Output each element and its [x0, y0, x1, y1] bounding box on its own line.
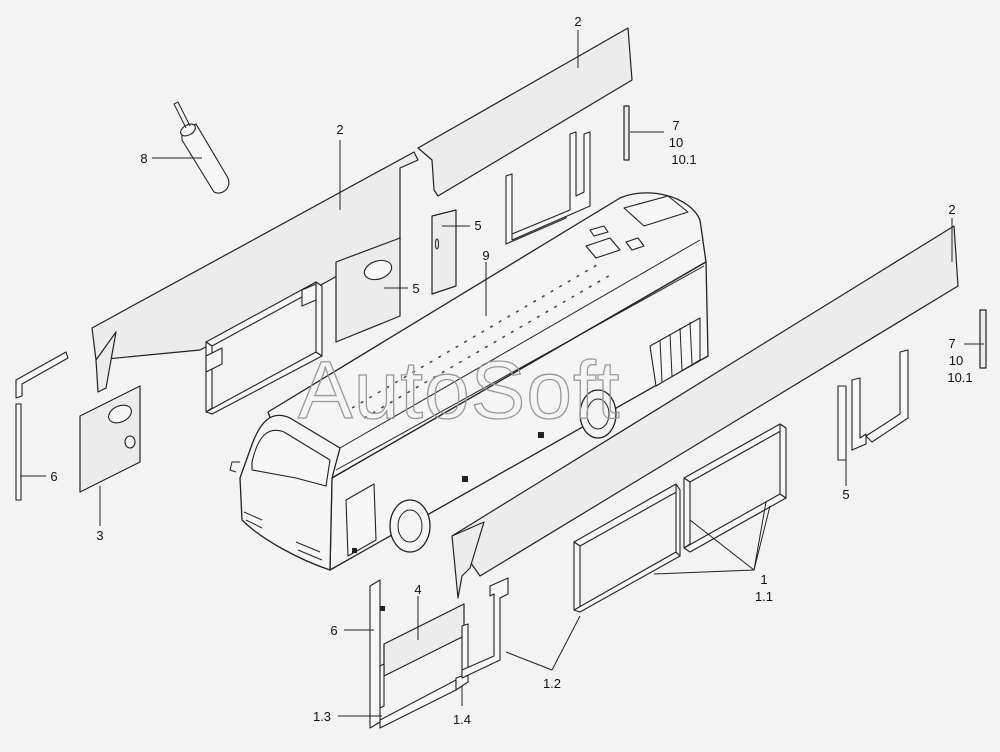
callout-2-top: 2: [574, 14, 581, 29]
callouts: 2 2 2 8 7 10 10.1 5 5 9 7 10 10.1 6 3 5 …: [50, 14, 972, 727]
bus-body: [229, 192, 709, 611]
corner-profiles-right: [837, 349, 909, 461]
callout-10-1-right: 10.1: [947, 370, 972, 385]
callout-4: 4: [414, 582, 421, 597]
callout-1-3: 1.3: [313, 709, 331, 724]
callout-10-1-top: 10.1: [671, 152, 696, 167]
callout-5-right: 5: [842, 487, 849, 502]
callout-5-door: 5: [474, 218, 481, 233]
callout-7-right: 7: [948, 336, 955, 351]
callout-3: 3: [96, 528, 103, 543]
bottom-door-frame: [369, 577, 509, 729]
door-panel: [431, 209, 457, 295]
left-strips-6: [15, 351, 69, 501]
part-7-right-strip: [979, 309, 987, 369]
sealant-cartridge: [173, 101, 230, 194]
window-frames-right: [573, 423, 787, 613]
callout-6-left: 6: [50, 469, 57, 484]
callout-2-right: 2: [948, 202, 955, 217]
part-2-right-strip: [451, 225, 959, 599]
callout-1-1: 1.1: [755, 589, 773, 604]
part-7-top-strip: [623, 105, 630, 161]
callout-1-2: 1.2: [543, 676, 561, 691]
callout-1: 1: [760, 572, 767, 587]
callout-10-top: 10: [669, 135, 683, 150]
leader-lines: [20, 30, 984, 717]
watermark: AutoSoft: [298, 345, 621, 436]
corner-profiles-top: [505, 131, 591, 245]
callout-9: 9: [482, 248, 489, 263]
panel-oval-5: [335, 237, 401, 343]
callout-10-right: 10: [949, 353, 963, 368]
window-frame-left: [205, 281, 323, 415]
part-2-top-strip: [91, 27, 633, 393]
callout-6-bottom: 6: [330, 623, 337, 638]
panel-3: [79, 385, 141, 493]
callout-1-4: 1.4: [453, 712, 471, 727]
callout-7-top: 7: [672, 118, 679, 133]
callout-8: 8: [140, 151, 147, 166]
callout-5-panel: 5: [412, 281, 419, 296]
callout-2-mid: 2: [336, 122, 343, 137]
